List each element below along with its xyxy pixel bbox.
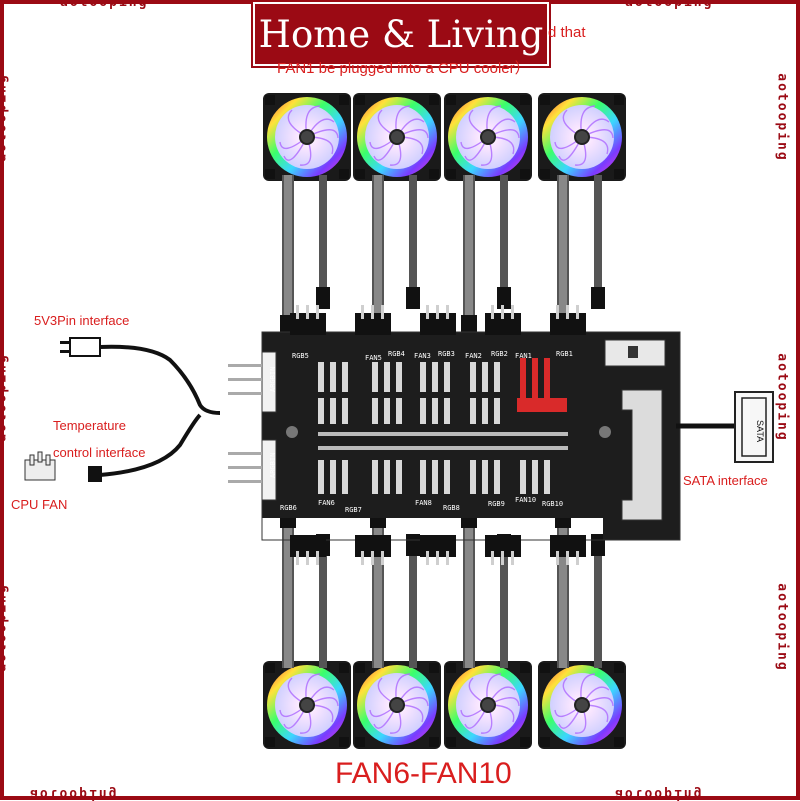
label-control-interface: control interface <box>53 445 146 460</box>
board-label: RGB3 <box>438 350 455 358</box>
board-label: RGB1 <box>556 350 573 358</box>
pin-field <box>318 362 550 494</box>
argb-in-label: ARGBIN <box>269 367 277 392</box>
argb-in-label: ARGBIN <box>269 453 277 478</box>
sata-cable: SATA <box>676 391 774 463</box>
brand-banner: Home & Living <box>253 2 549 66</box>
note-line-2: FAN1 be plugged into a CPU cooler） <box>277 60 530 77</box>
board-label: RGB10 <box>542 500 563 508</box>
fan-icon <box>443 92 533 182</box>
board-label: FAN5 <box>365 354 382 362</box>
fan-icon <box>262 92 352 182</box>
board-label: RGB6 <box>280 504 297 512</box>
label-temperature: Temperature <box>53 418 126 433</box>
board-label: FAN6 <box>318 499 335 507</box>
board-label: RGB2 <box>491 350 508 358</box>
sata-plug-label: SATA <box>755 420 765 442</box>
pin-connector-icon <box>60 337 101 357</box>
cpu-fan-icon <box>24 451 56 481</box>
label-cpu-fan: CPU FAN <box>11 497 68 512</box>
top-fans <box>262 92 627 182</box>
board-label: RGB9 <box>488 500 505 508</box>
label-sata-interface: SATA interface <box>683 473 768 488</box>
brand-title: Home & Living <box>258 12 544 56</box>
board-label: FAN8 <box>415 499 432 507</box>
splitter-board <box>228 305 681 565</box>
fan-icon <box>537 92 627 182</box>
label-5v3pin: 5V3Pin interface <box>34 313 130 328</box>
board-label: FAN1 <box>515 352 532 360</box>
bottom-fans <box>262 660 627 750</box>
fan-range-title: FAN6-FAN10 <box>335 757 512 790</box>
board-label: RGB8 <box>443 504 460 512</box>
y-cable <box>99 344 221 477</box>
fan1-highlight <box>517 358 567 412</box>
board-text: RGB5 FAN5 RGB4 FAN3 RGB3 FAN2 RGB2 FAN1 … <box>280 350 573 514</box>
bottom-cables <box>280 502 605 668</box>
watermark-top-left: aotooping <box>60 0 149 10</box>
note-line-1: d that <box>548 24 586 41</box>
fan-icon <box>352 92 442 182</box>
board-label: RGB5 <box>292 352 309 360</box>
board-label: FAN3 <box>414 352 431 360</box>
board-label: RGB7 <box>345 506 362 514</box>
temp-connector-icon <box>88 466 102 482</box>
board-label: FAN2 <box>465 352 482 360</box>
watermark-top-right: aotooping <box>625 0 714 10</box>
board-label: RGB4 <box>388 350 405 358</box>
board-label: FAN10 <box>515 496 536 504</box>
